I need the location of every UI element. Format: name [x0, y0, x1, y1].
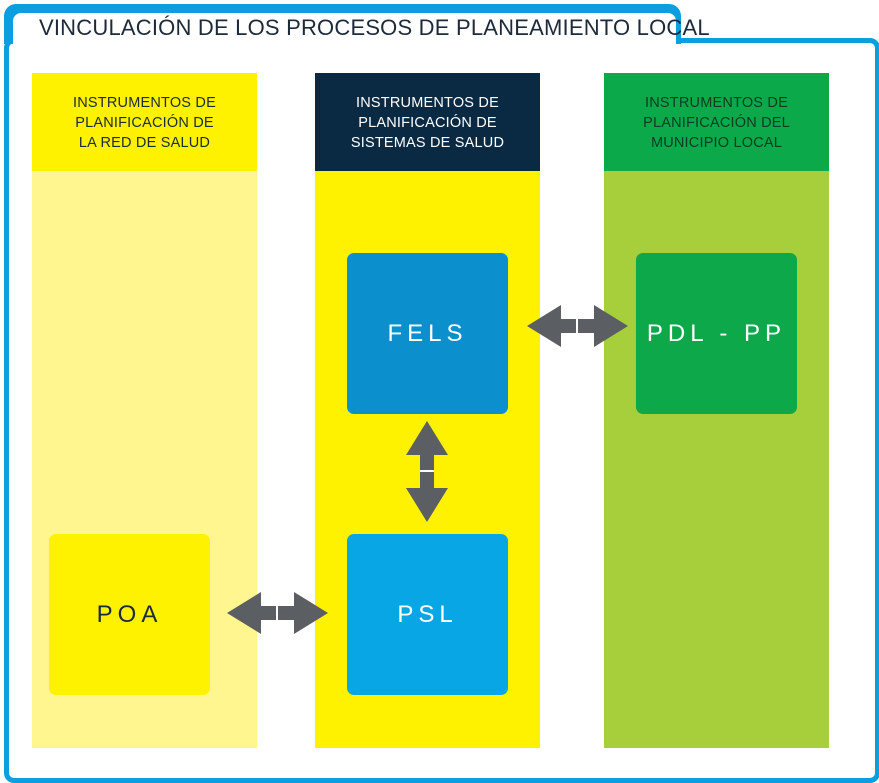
- column-header-red-text: INSTRUMENTOS DE PLANIFICACIÓN DE LA RED …: [73, 95, 216, 151]
- column-header-municipio-text: INSTRUMENTOS DE PLANIFICACIÓN DEL MUNICI…: [643, 95, 790, 151]
- box-pdl-pp: PDL - PP: [636, 253, 797, 414]
- box-fels: FELS: [347, 253, 508, 414]
- title-tab: VINCULACIÓN DE LOS PROCESOS DE PLANEAMIE…: [4, 4, 710, 47]
- box-poa: POA: [49, 534, 210, 695]
- column-header-sistemas: INSTRUMENTOS DE PLANIFICACIÓN DE SISTEMA…: [315, 73, 540, 171]
- column-header-municipio: INSTRUMENTOS DE PLANIFICACIÓN DEL MUNICI…: [604, 73, 829, 171]
- column-header-red: INSTRUMENTOS DE PLANIFICACIÓN DE LA RED …: [32, 73, 257, 171]
- column-header-sistemas-text: INSTRUMENTOS DE PLANIFICACIÓN DE SISTEMA…: [350, 95, 505, 151]
- diagram-title: VINCULACIÓN DE LOS PROCESOS DE PLANEAMIE…: [39, 15, 710, 40]
- box-psl: PSL: [347, 534, 508, 695]
